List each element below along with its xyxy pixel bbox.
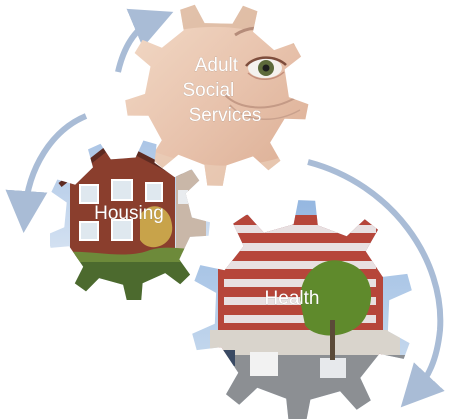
gear-health: Health bbox=[192, 200, 412, 419]
cycle-arrows bbox=[5, 8, 445, 408]
label-line: Adult bbox=[195, 55, 239, 76]
eye-icon bbox=[245, 56, 287, 80]
label-line: Housing bbox=[94, 203, 164, 224]
label-line: Health bbox=[265, 288, 320, 309]
cycle-arrow-icon bbox=[115, 8, 174, 73]
node-label-health: Health bbox=[265, 288, 320, 309]
node-label-housing: Housing bbox=[94, 203, 164, 224]
cycle-arrow-icon bbox=[307, 159, 445, 408]
label-line: Services bbox=[189, 105, 262, 126]
cycle-arrow-icon bbox=[5, 113, 88, 233]
label-line: Social bbox=[182, 80, 234, 101]
node-label-adult-social-services: Adult Social Services bbox=[182, 55, 261, 126]
